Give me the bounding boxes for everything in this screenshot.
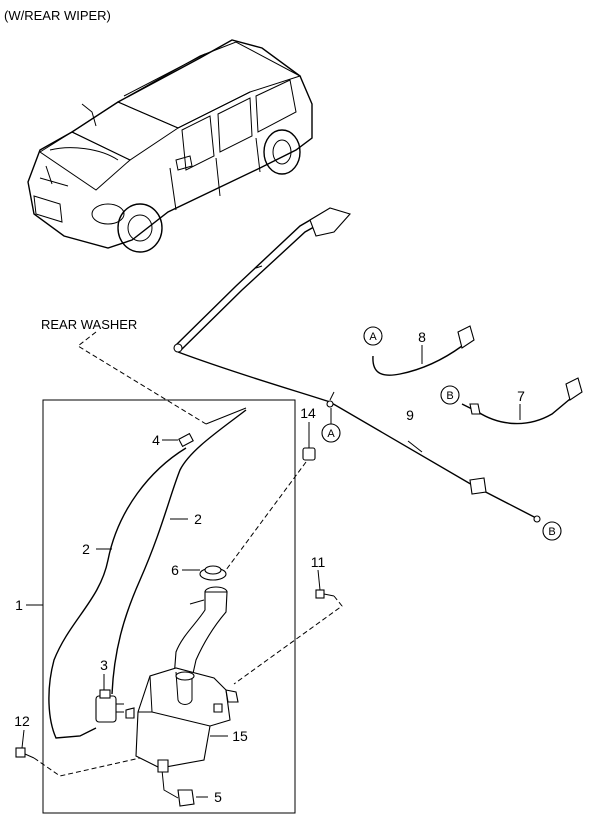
svg-text:A: A: [327, 428, 335, 440]
hose-2: [48, 407, 247, 739]
part-3-pump: [95, 689, 124, 723]
connector-b-left: B: [440, 385, 460, 405]
leader-11: [233, 595, 343, 685]
callout-2-left: 2: [82, 541, 90, 557]
leader-12: [33, 757, 141, 777]
part-15-reservoir: [125, 586, 239, 769]
part-1-bracket: [42, 399, 296, 814]
hose-assembly-9: [173, 207, 541, 523]
callout-9: 9: [406, 407, 414, 423]
part-4-connector: [178, 432, 194, 448]
callout-7: 7: [517, 388, 525, 404]
svg-text:A: A: [369, 331, 377, 343]
callout-15: 15: [232, 728, 248, 744]
callout-8: 8: [418, 329, 426, 345]
part-11-bolt: [315, 589, 335, 599]
callout-1: 1: [15, 597, 23, 613]
callout-leaders: [21, 345, 521, 798]
part-12-bolt: [15, 747, 35, 759]
callout-14: 14: [300, 405, 316, 421]
connector-a-mid: A: [321, 423, 341, 443]
connector-a-top: A: [363, 326, 383, 346]
callout-2-right: 2: [194, 511, 202, 527]
vehicle-illustration: [27, 39, 313, 253]
leader-14: [225, 461, 307, 571]
svg-text:B: B: [548, 526, 555, 538]
rear-washer-label: REAR WASHER: [41, 317, 137, 332]
callout-3: 3: [100, 657, 108, 673]
hose-8: [372, 325, 475, 376]
callout-6: 6: [171, 562, 179, 578]
part-14-grommet: [302, 440, 316, 461]
hose-7: [461, 377, 583, 425]
callout-5: 5: [214, 789, 222, 805]
connector-b-right: B: [542, 521, 562, 541]
variant-label: (W/REAR WIPER): [4, 8, 111, 23]
part-6-cap: [199, 565, 227, 581]
callout-12: 12: [14, 713, 30, 729]
rear-washer-leader: [77, 331, 207, 425]
svg-text:B: B: [446, 390, 453, 402]
part-5-level-sensor: [157, 759, 195, 807]
callout-4: 4: [152, 432, 160, 448]
callout-11: 11: [311, 554, 326, 570]
